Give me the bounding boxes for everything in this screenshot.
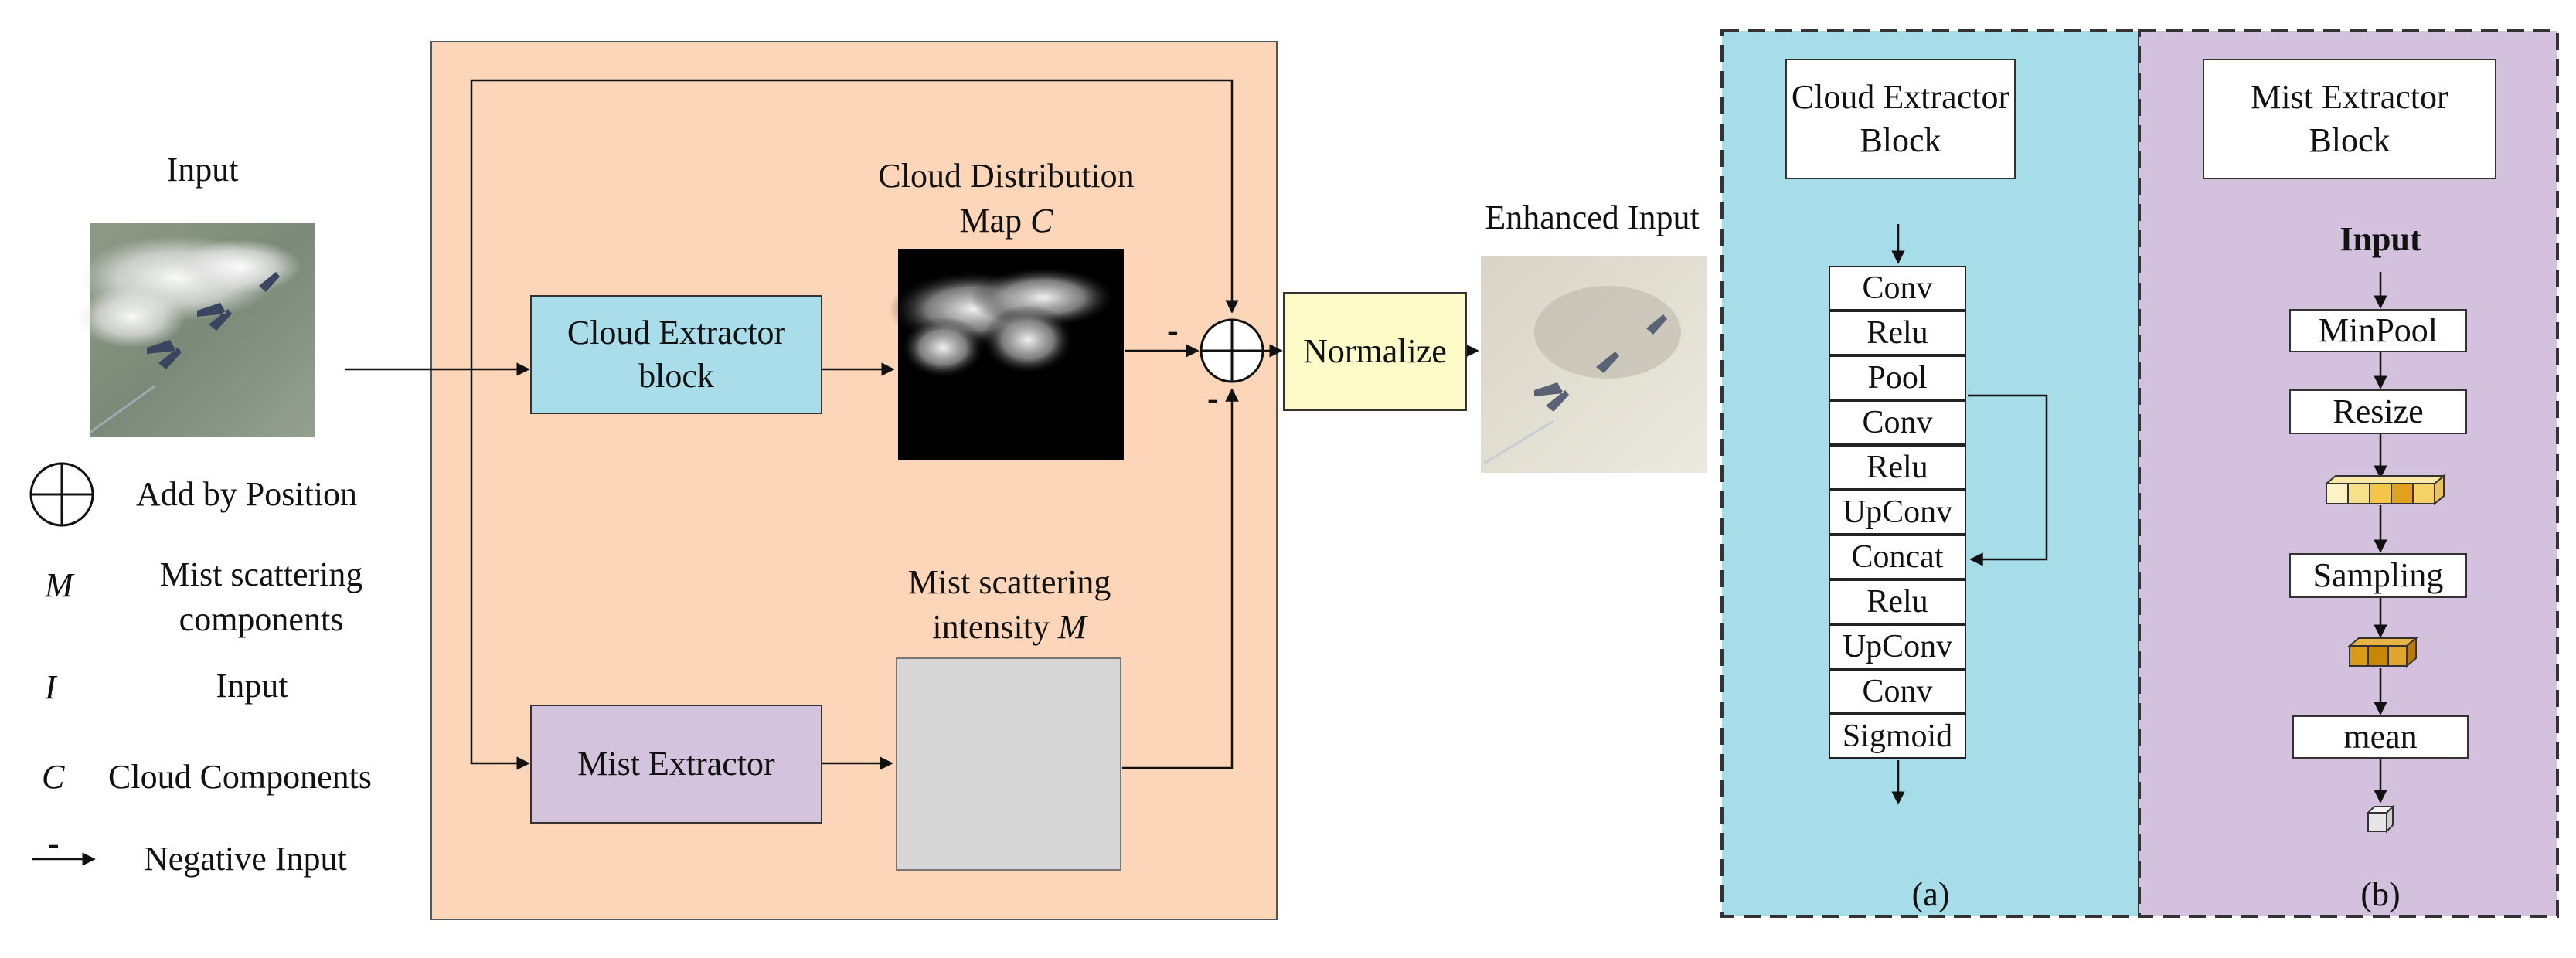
mean-label: mean xyxy=(2343,718,2418,756)
cloud-extractor-block-line2: block xyxy=(638,357,714,395)
legend-negative-symbol: - xyxy=(48,824,60,862)
layer-relu-2: Relu xyxy=(1829,445,1966,490)
cloud-extractor-block: Cloud Extractor block xyxy=(530,295,822,414)
mist-extractor-block-label: Mist Extractor xyxy=(577,745,775,783)
panel-b-caption: (b) xyxy=(2360,875,2401,913)
layer-conv-2: Conv xyxy=(1829,400,1966,445)
resize-label: Resize xyxy=(2333,392,2424,430)
mist-map-title-line1: Mist scattering xyxy=(907,563,1111,601)
negative-sign-top: - xyxy=(1167,311,1179,349)
cloud-map-title-word: Map xyxy=(959,202,1023,240)
panel-a-title-line2: Block xyxy=(1860,121,1941,159)
mean-block: mean xyxy=(2292,715,2469,759)
normalize-label: Normalize xyxy=(1303,332,1447,370)
legend-input-text: Input xyxy=(216,667,288,705)
enhanced-input-image xyxy=(1481,256,1707,473)
panel-b-title-box: Mist Extractor Block xyxy=(2203,59,2496,179)
legend-cloud-text: Cloud Components xyxy=(108,758,373,796)
main-connectors xyxy=(345,79,1479,770)
sampling-label: Sampling xyxy=(2312,556,2444,594)
panel-a-title-line1: Cloud Extractor xyxy=(1791,78,2010,116)
cloud-extractor-block-line1: Cloud Extractor xyxy=(567,314,786,352)
mean-output-cube-icon xyxy=(2366,804,2395,834)
panel-a-title-box: Cloud Extractor Block xyxy=(1785,59,2016,179)
legend-add-text: Add by Position xyxy=(136,475,358,513)
layer-relu-1: Relu xyxy=(1829,311,1966,355)
legend-symbol-c: C xyxy=(42,758,65,796)
layer-pool: Pool xyxy=(1829,355,1966,400)
cloud-map-title-line1: Cloud Distribution xyxy=(878,157,1135,195)
sampling-block: Sampling xyxy=(2289,553,2467,598)
minpool-block: MinPool xyxy=(2289,309,2467,352)
legend-symbol-m: M xyxy=(45,566,73,604)
input-image xyxy=(77,223,315,437)
mist-intensity-map xyxy=(896,657,1121,871)
legend-add-icon xyxy=(29,462,94,527)
legend-symbol-i: I xyxy=(45,668,56,706)
legend-negative-text: Negative Input xyxy=(144,840,347,878)
mist-extractor-block: Mist Extractor xyxy=(530,705,822,824)
negative-sign-bottom: - xyxy=(1207,379,1219,417)
sampling-tensor-icon xyxy=(2347,636,2418,668)
resize-block: Resize xyxy=(2289,389,2467,434)
mist-map-title-line2: intensity M xyxy=(932,606,1086,649)
add-by-position-node xyxy=(1200,318,1264,383)
legend-mist-text-line1: Mist scattering xyxy=(159,555,363,593)
panel-a-layer-stack: Conv Relu Pool Conv Relu UpConv Concat R… xyxy=(1829,266,1966,760)
layer-concat: Concat xyxy=(1829,535,1966,579)
panel-a-connectors xyxy=(1891,224,2048,805)
layer-upconv-2: UpConv xyxy=(1829,624,1966,669)
enhanced-input-label: Enhanced Input xyxy=(1485,199,1700,236)
panel-b-input-label: Input xyxy=(2339,220,2421,258)
layer-upconv-1: UpConv xyxy=(1829,490,1966,535)
cloud-map-variable: C xyxy=(1030,202,1053,240)
layer-conv-1: Conv xyxy=(1829,266,1966,311)
panel-b-title-line1: Mist Extractor xyxy=(2251,78,2448,116)
mist-map-variable: M xyxy=(1057,608,1087,646)
layer-relu-3: Relu xyxy=(1829,579,1966,624)
normalize-block: Normalize xyxy=(1283,292,1467,411)
panel-b-title-line2: Block xyxy=(2309,121,2391,159)
cloud-map-title-line2: Map C xyxy=(959,199,1053,243)
cloud-distribution-map xyxy=(889,249,1124,460)
input-image-label: Input xyxy=(166,151,239,189)
panel-a-caption: (a) xyxy=(1911,875,1950,913)
layer-conv-3: Conv xyxy=(1829,669,1966,714)
legend-mist-text-line2: components xyxy=(179,600,344,638)
minpool-tensor-icon xyxy=(2324,474,2446,506)
mist-map-title-word: intensity xyxy=(932,608,1050,646)
minpool-label: MinPool xyxy=(2318,311,2438,349)
layer-sigmoid: Sigmoid xyxy=(1829,714,1966,759)
